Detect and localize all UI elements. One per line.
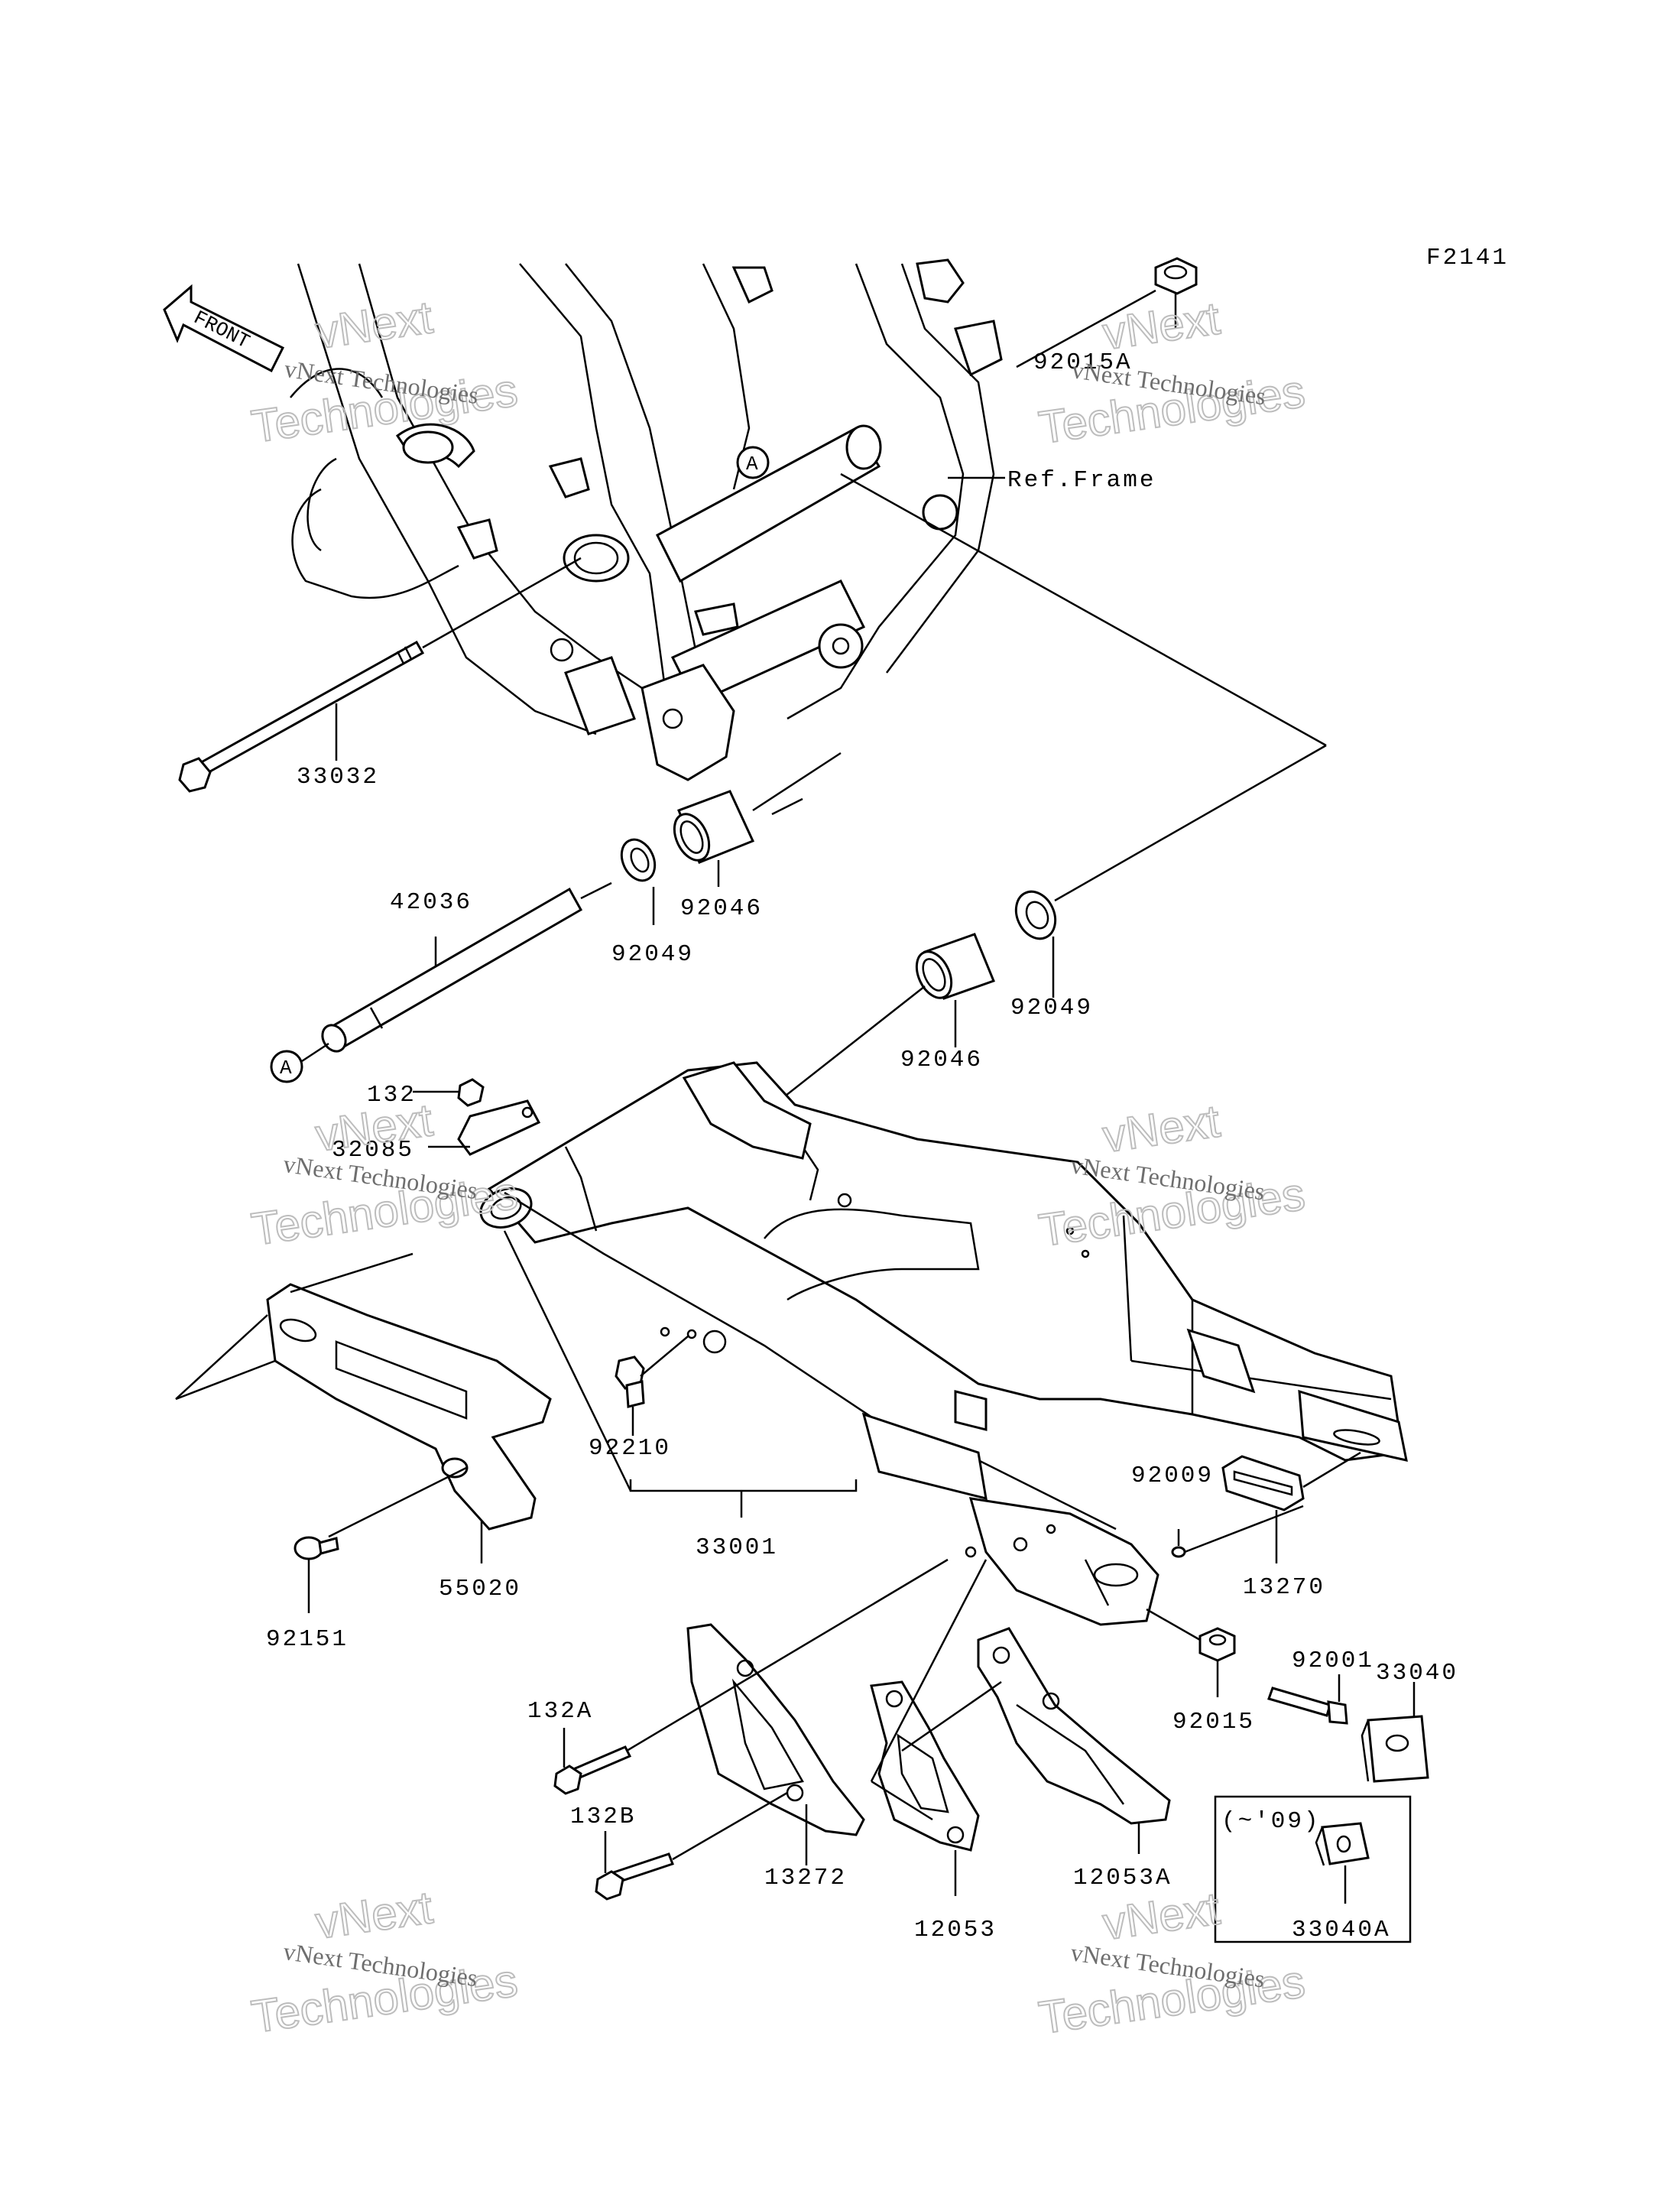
part-12053-guide (870, 1559, 988, 1896)
part-92049-seal-right (764, 744, 1327, 1113)
part-33032-pivot-bolt (178, 557, 582, 793)
part-92210-bolt (615, 1336, 689, 1436)
label-92049-right: 92049 (1010, 995, 1093, 1021)
part-33040A-box: (~'09) (1214, 1795, 1412, 1943)
part-33040-adjuster (1361, 1682, 1429, 1783)
label-132: 132 (367, 1082, 417, 1109)
part-92009-screw (1171, 1505, 1304, 1558)
label-132A: 132A (527, 1698, 593, 1725)
label-92015: 92015 (1172, 1709, 1255, 1735)
part-92015-nut (1146, 1608, 1236, 1697)
label-33001: 33001 (696, 1534, 778, 1561)
label-132B: 132B (570, 1804, 636, 1830)
part-132B-bolt (595, 1831, 674, 1901)
svg-text:A: A (280, 1057, 292, 1080)
svg-text:FRONT: FRONT (190, 306, 253, 353)
part-92001-bolt (1267, 1674, 1348, 1725)
label-92046-right: 92046 (900, 1047, 983, 1073)
leader-33001 (503, 1230, 858, 1518)
part-92046-bearing-left (673, 752, 842, 887)
label-33040A: 33040A (1292, 1917, 1391, 1943)
part-32085-bracket (428, 1099, 541, 1156)
frame-drawing (290, 258, 1003, 781)
svg-text:A: A (746, 453, 758, 476)
watermark-bottom-right: vNext Technologies vNext Technologies (1035, 1881, 1309, 2044)
part-labels: 33032 42036 92049 92046 92046 92049 9201… (266, 349, 1458, 1943)
ref-frame-label: Ref.Frame (1007, 467, 1156, 494)
label-12053: 12053 (914, 1917, 997, 1943)
label-92009: 92009 (1131, 1463, 1214, 1489)
label-92151: 92151 (266, 1626, 349, 1653)
label-33032: 33032 (297, 764, 379, 791)
front-arrow-icon: FRONT (163, 284, 285, 373)
label-13272: 13272 (764, 1865, 847, 1891)
part-92151-bolt (294, 1536, 339, 1613)
watermark-mid-left: vNext Technologies vNext Technologies (248, 1093, 521, 1256)
label-13270: 13270 (1243, 1574, 1325, 1601)
label-92049-left: 92049 (611, 941, 694, 968)
svg-text:vNext: vNext (313, 291, 436, 359)
part-13272-plate (626, 1558, 949, 1865)
watermark-top-left: vNext Technologies vNext Technologies (248, 291, 521, 453)
part-92015A-nut (1016, 257, 1198, 368)
diagram-code: F2141 (1426, 245, 1509, 271)
label-55020: 55020 (439, 1576, 521, 1602)
part-132A-bolt (553, 1728, 632, 1795)
label-12053A: 12053A (1073, 1865, 1172, 1891)
label-33040: 33040 (1376, 1660, 1458, 1687)
part-33001-swingarm (479, 1061, 1408, 1626)
callout-a-upper: A (736, 446, 770, 479)
variant-note: (~'09) (1221, 1808, 1321, 1835)
label-92015A: 92015A (1033, 349, 1133, 376)
part-13270-gasket (1221, 1451, 1361, 1563)
label-92001: 92001 (1292, 1648, 1374, 1674)
label-92210: 92210 (589, 1435, 671, 1462)
watermark-bottom-left: vNext Technologies vNext Technologies (248, 1881, 521, 2044)
svg-text:vNext: vNext (313, 1881, 436, 1949)
part-92046-bearing-right (915, 933, 995, 1047)
svg-text:vNext: vNext (1100, 1095, 1224, 1162)
callout-a-lower: A (270, 1042, 329, 1083)
part-12053A-guide (901, 1627, 1171, 1854)
part-92049-seal-left (620, 838, 657, 925)
label-92046-left: 92046 (680, 895, 763, 922)
part-55020-chain-guard (175, 1252, 552, 1563)
svg-text:vNext: vNext (1100, 1882, 1224, 1950)
label-32085: 32085 (332, 1137, 414, 1164)
svg-text:vNext: vNext (1100, 292, 1224, 359)
part-132-bolt (413, 1078, 485, 1107)
label-42036: 42036 (390, 889, 472, 916)
pivot-boss-left (563, 534, 630, 583)
svg-text:vNext: vNext (313, 1094, 436, 1161)
